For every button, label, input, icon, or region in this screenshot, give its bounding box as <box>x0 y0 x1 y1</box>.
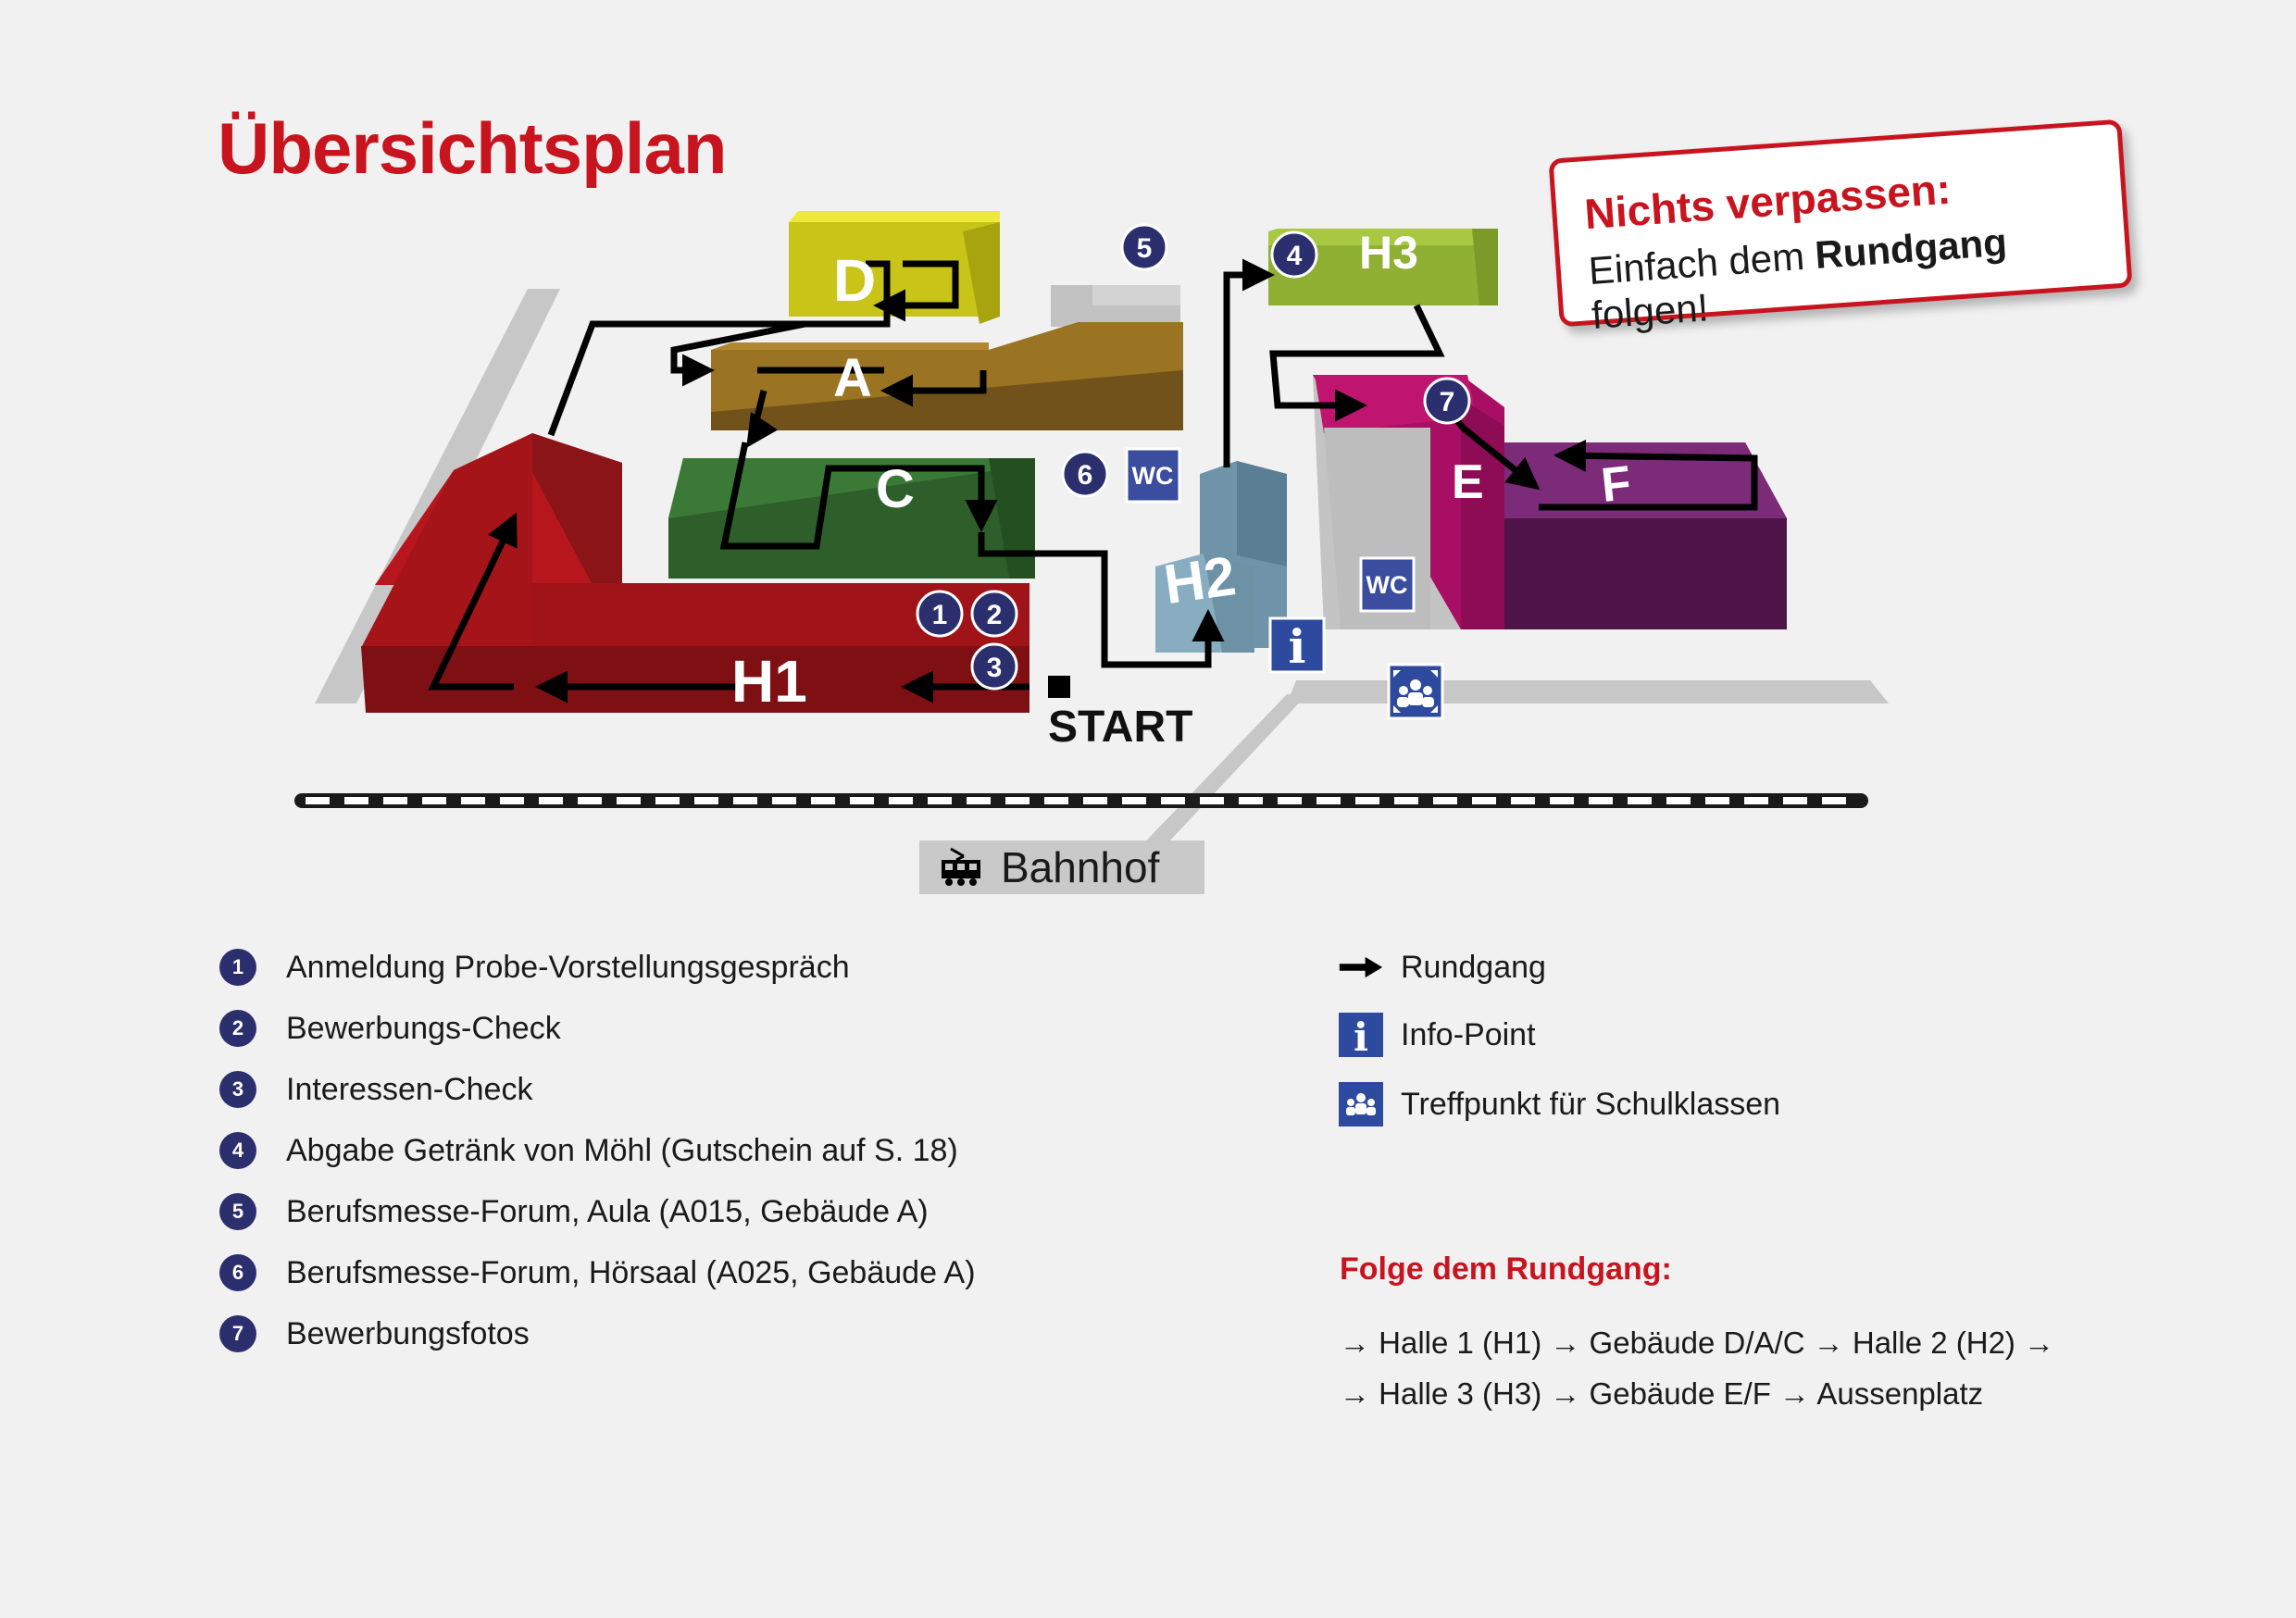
label-d: D <box>833 247 876 314</box>
marker-6[interactable]: 6 <box>1061 450 1109 498</box>
aula-block-top <box>1092 285 1180 305</box>
svg-text:i: i <box>1354 1014 1368 1058</box>
building-h2[interactable] <box>1155 461 1287 653</box>
road-front <box>1287 680 1889 703</box>
meeting-point-icon[interactable] <box>1387 663 1444 720</box>
legend-text-5: Berufsmesse-Forum, Aula (A015, Gebäude A… <box>286 1193 929 1229</box>
marker-4-label: 4 <box>1287 241 1303 271</box>
legend-item-2: 2 Bewerbungs-Check <box>219 1008 561 1049</box>
route-path <box>428 258 1758 703</box>
station-label: Bahnhof <box>1001 843 1160 891</box>
start-marker <box>1048 676 1070 698</box>
legend-item-1: 1 Anmeldung Probe-Vorstellungsgespräch <box>219 947 850 988</box>
train-icon <box>942 847 980 886</box>
label-c: C <box>876 459 915 519</box>
key-rundgang: Rundgang <box>1338 943 1546 991</box>
wc-label-e: WC <box>1366 571 1408 599</box>
legend-badge-4: 4 <box>219 1132 256 1169</box>
legend-badge-5: 5 <box>219 1193 256 1230</box>
label-h3: H3 <box>1359 227 1418 279</box>
legend-item-6: 6 Berufsmesse-Forum, Hörsaal (A025, Gebä… <box>219 1252 976 1293</box>
key-treffpunkt-label: Treffpunkt für Schulklassen <box>1401 1086 1781 1122</box>
legend-item-7: 7 Bewerbungsfotos <box>219 1313 530 1354</box>
building-a[interactable] <box>711 322 1183 430</box>
label-h1: H1 <box>731 648 807 715</box>
building-d[interactable] <box>789 211 1000 324</box>
key-info-point-label: Info-Point <box>1401 1016 1536 1052</box>
building-h1[interactable] <box>361 433 1029 713</box>
marker-1[interactable]: 1 <box>916 590 964 638</box>
info-icon: i <box>1338 1012 1384 1058</box>
key-treffpunkt: Treffpunkt für Schulklassen <box>1338 1080 1780 1128</box>
railway <box>294 793 1868 808</box>
label-a: A <box>833 348 872 408</box>
marker-5-label: 5 <box>1137 233 1153 264</box>
marker-3[interactable]: 3 <box>970 642 1018 691</box>
follow-title: Folge dem Rundgang: <box>1340 1251 1672 1287</box>
page-title: Übersichtsplan <box>218 107 727 189</box>
follow-line-2: → Halle 3 (H3) → Gebäude E/F → Aussenpla… <box>1340 1376 1984 1411</box>
info-point-icon[interactable]: i <box>1268 616 1326 674</box>
legend-badge-2: 2 <box>219 1010 256 1047</box>
marker-6-label: 6 <box>1078 460 1093 491</box>
marker-1-label: 1 <box>932 600 948 630</box>
legend-item-3: 3 Interessen-Check <box>219 1069 532 1110</box>
station-bahnhof[interactable]: Bahnhof <box>919 840 1204 894</box>
label-h2: H2 <box>1160 544 1239 616</box>
legend-text-6: Berufsmesse-Forum, Hörsaal (A025, Gebäud… <box>286 1254 976 1290</box>
legend-badge-1: 1 <box>219 949 256 986</box>
marker-2-label: 2 <box>987 600 1003 630</box>
building-f[interactable] <box>1504 442 1787 629</box>
arrow-icon <box>1338 944 1384 990</box>
road-to-station <box>1131 694 1307 856</box>
legend-text-7: Bewerbungsfotos <box>286 1315 530 1351</box>
legend-badge-7: 7 <box>219 1315 256 1352</box>
marker-7-label: 7 <box>1440 387 1455 417</box>
wc-sign-e[interactable]: WC <box>1359 556 1416 613</box>
marker-3-label: 3 <box>987 653 1003 683</box>
key-info-point: i Info-Point <box>1338 1011 1536 1059</box>
wc-label-a: WC <box>1132 462 1174 490</box>
label-e: E <box>1452 455 1484 509</box>
start-label: START <box>1048 703 1193 752</box>
legend-item-4: 4 Abgabe Getränk von Möhl (Gutschein auf… <box>219 1130 958 1171</box>
legend-badge-6: 6 <box>219 1254 256 1291</box>
wc-sign-a[interactable]: WC <box>1125 447 1181 504</box>
legend-badge-3: 3 <box>219 1071 256 1108</box>
key-rundgang-label: Rundgang <box>1401 949 1546 985</box>
legend-text-3: Interessen-Check <box>286 1071 533 1107</box>
marker-5[interactable]: 5 <box>1120 223 1168 271</box>
follow-line-1: → Halle 1 (H1) → Gebäude D/A/C → Halle 2… <box>1340 1326 2055 1360</box>
marker-7[interactable]: 7 <box>1423 377 1471 425</box>
legend-text-1: Anmeldung Probe-Vorstellungsgespräch <box>286 949 850 985</box>
marker-4[interactable]: 4 <box>1270 230 1318 279</box>
label-f: F <box>1599 456 1634 513</box>
legend-text-2: Bewerbungs-Check <box>286 1010 561 1046</box>
meeting-point-icon <box>1338 1081 1384 1127</box>
info-glyph: i <box>1289 619 1306 674</box>
building-h3[interactable] <box>1268 229 1498 305</box>
legend-text-4: Abgabe Getränk von Möhl (Gutschein auf S… <box>286 1132 958 1168</box>
marker-2[interactable]: 2 <box>970 590 1018 638</box>
legend-item-5: 5 Berufsmesse-Forum, Aula (A015, Gebäude… <box>219 1191 929 1232</box>
